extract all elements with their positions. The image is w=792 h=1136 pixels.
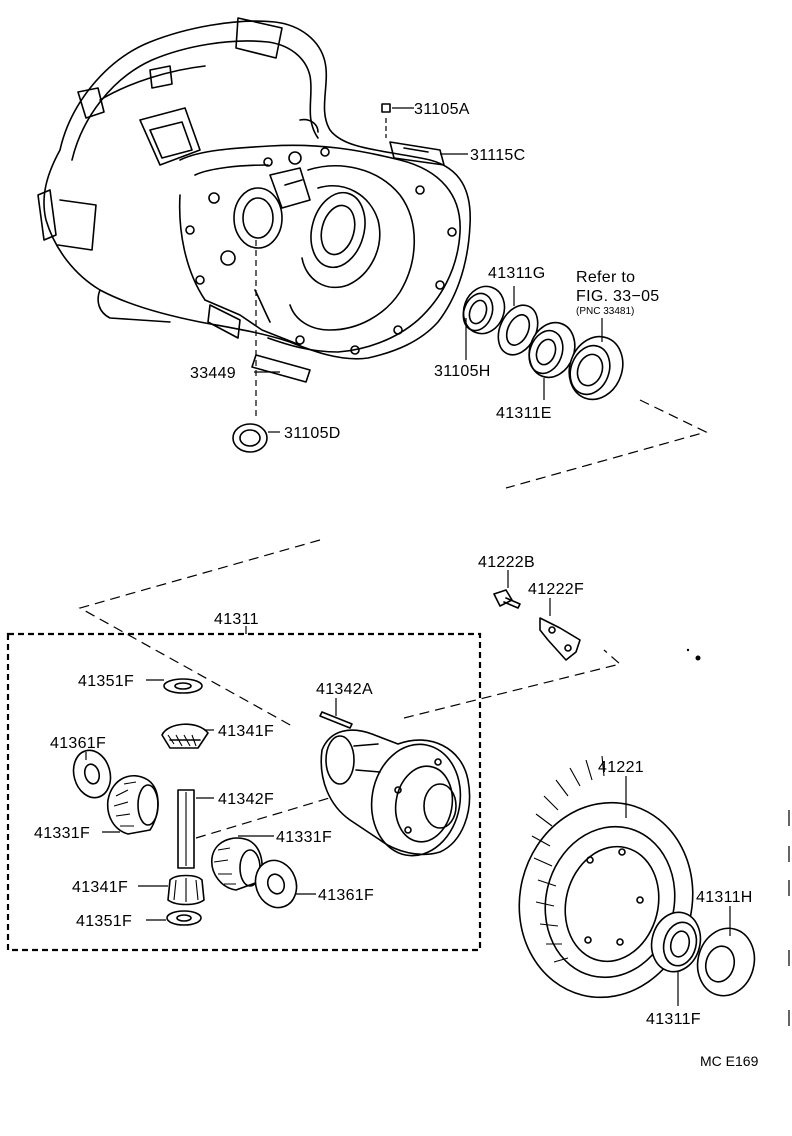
label-41342A: 41342A (316, 681, 373, 698)
side-gear-41331F-right-drawing (211, 837, 263, 891)
case-41311-drawing (320, 729, 471, 857)
label-41311F: 41311F (646, 1011, 701, 1028)
ring-gear-41221-drawing (518, 755, 694, 999)
label-33449: 33449 (190, 365, 236, 382)
label-31105H: 31105H (434, 363, 491, 380)
washer-41361F-left-drawing (72, 749, 112, 799)
label-refer-pnc: (PNC 33481) (576, 306, 634, 317)
plate-41222F-drawing (539, 617, 581, 661)
label-41361F-right: 41361F (318, 887, 374, 904)
shaft-41342F-drawing (177, 789, 195, 869)
washer-41351F-top-drawing (163, 678, 203, 694)
label-41341F-bottom: 41341F (72, 879, 128, 896)
label-41331F-left: 41331F (34, 825, 90, 842)
label-41331F-right: 41331F (276, 829, 332, 846)
shim-41311F-drawing (696, 927, 756, 997)
label-41311E: 41311E (496, 405, 552, 422)
label-41221: 41221 (598, 759, 644, 776)
label-41351F-bottom: 41351F (76, 913, 132, 930)
pin-41342A-drawing (319, 711, 353, 729)
pinion-41341F-top-drawing (161, 723, 209, 749)
label-41222B: 41222B (478, 554, 535, 571)
bolt-41222B-drawing (493, 589, 521, 609)
bearing-41311H-drawing (650, 911, 702, 973)
label-41311G: 41311G (488, 265, 546, 282)
seal-31105D-drawing (232, 423, 268, 453)
transaxle-case-drawing (37, 17, 471, 360)
differential-assembly-box (6, 626, 482, 952)
leader-lines-upper (254, 107, 603, 433)
label-41311: 41311 (214, 611, 259, 628)
washer-41361F-right-drawing (254, 859, 298, 909)
label-41342F: 41342F (218, 791, 274, 808)
plug-31105A-drawing (381, 103, 391, 113)
dashed-connectors (78, 399, 708, 839)
label-41361F-left: 41361F (50, 735, 106, 752)
label-31105D: 31105D (284, 425, 341, 442)
label-41311H: 41311H (696, 889, 753, 906)
label-41341F-top: 41341F (218, 723, 274, 740)
debris-dot (686, 648, 690, 652)
label-41222F: 41222F (528, 581, 584, 598)
label-refer-to: Refer to (576, 269, 635, 286)
seal-33481-drawing (568, 335, 624, 401)
bearing-31105H-drawing (462, 285, 506, 335)
pinion-41341F-bottom-drawing (167, 874, 205, 906)
shim-41311G-drawing (497, 304, 539, 356)
debris-dot (695, 655, 701, 661)
magnet-33449-drawing (251, 354, 311, 383)
washer-41351F-bottom-drawing (166, 910, 202, 926)
label-31105A: 31105A (414, 101, 470, 118)
figure-id: MC E169 (700, 1053, 759, 1069)
leader-lines-lower (85, 570, 731, 1006)
label-31115C: 31115C (470, 147, 525, 164)
side-gear-41331F-left-drawing (106, 775, 159, 835)
label-41351F-top: 41351F (78, 673, 134, 690)
label-refer-fig: FIG. 33−05 (576, 288, 660, 305)
